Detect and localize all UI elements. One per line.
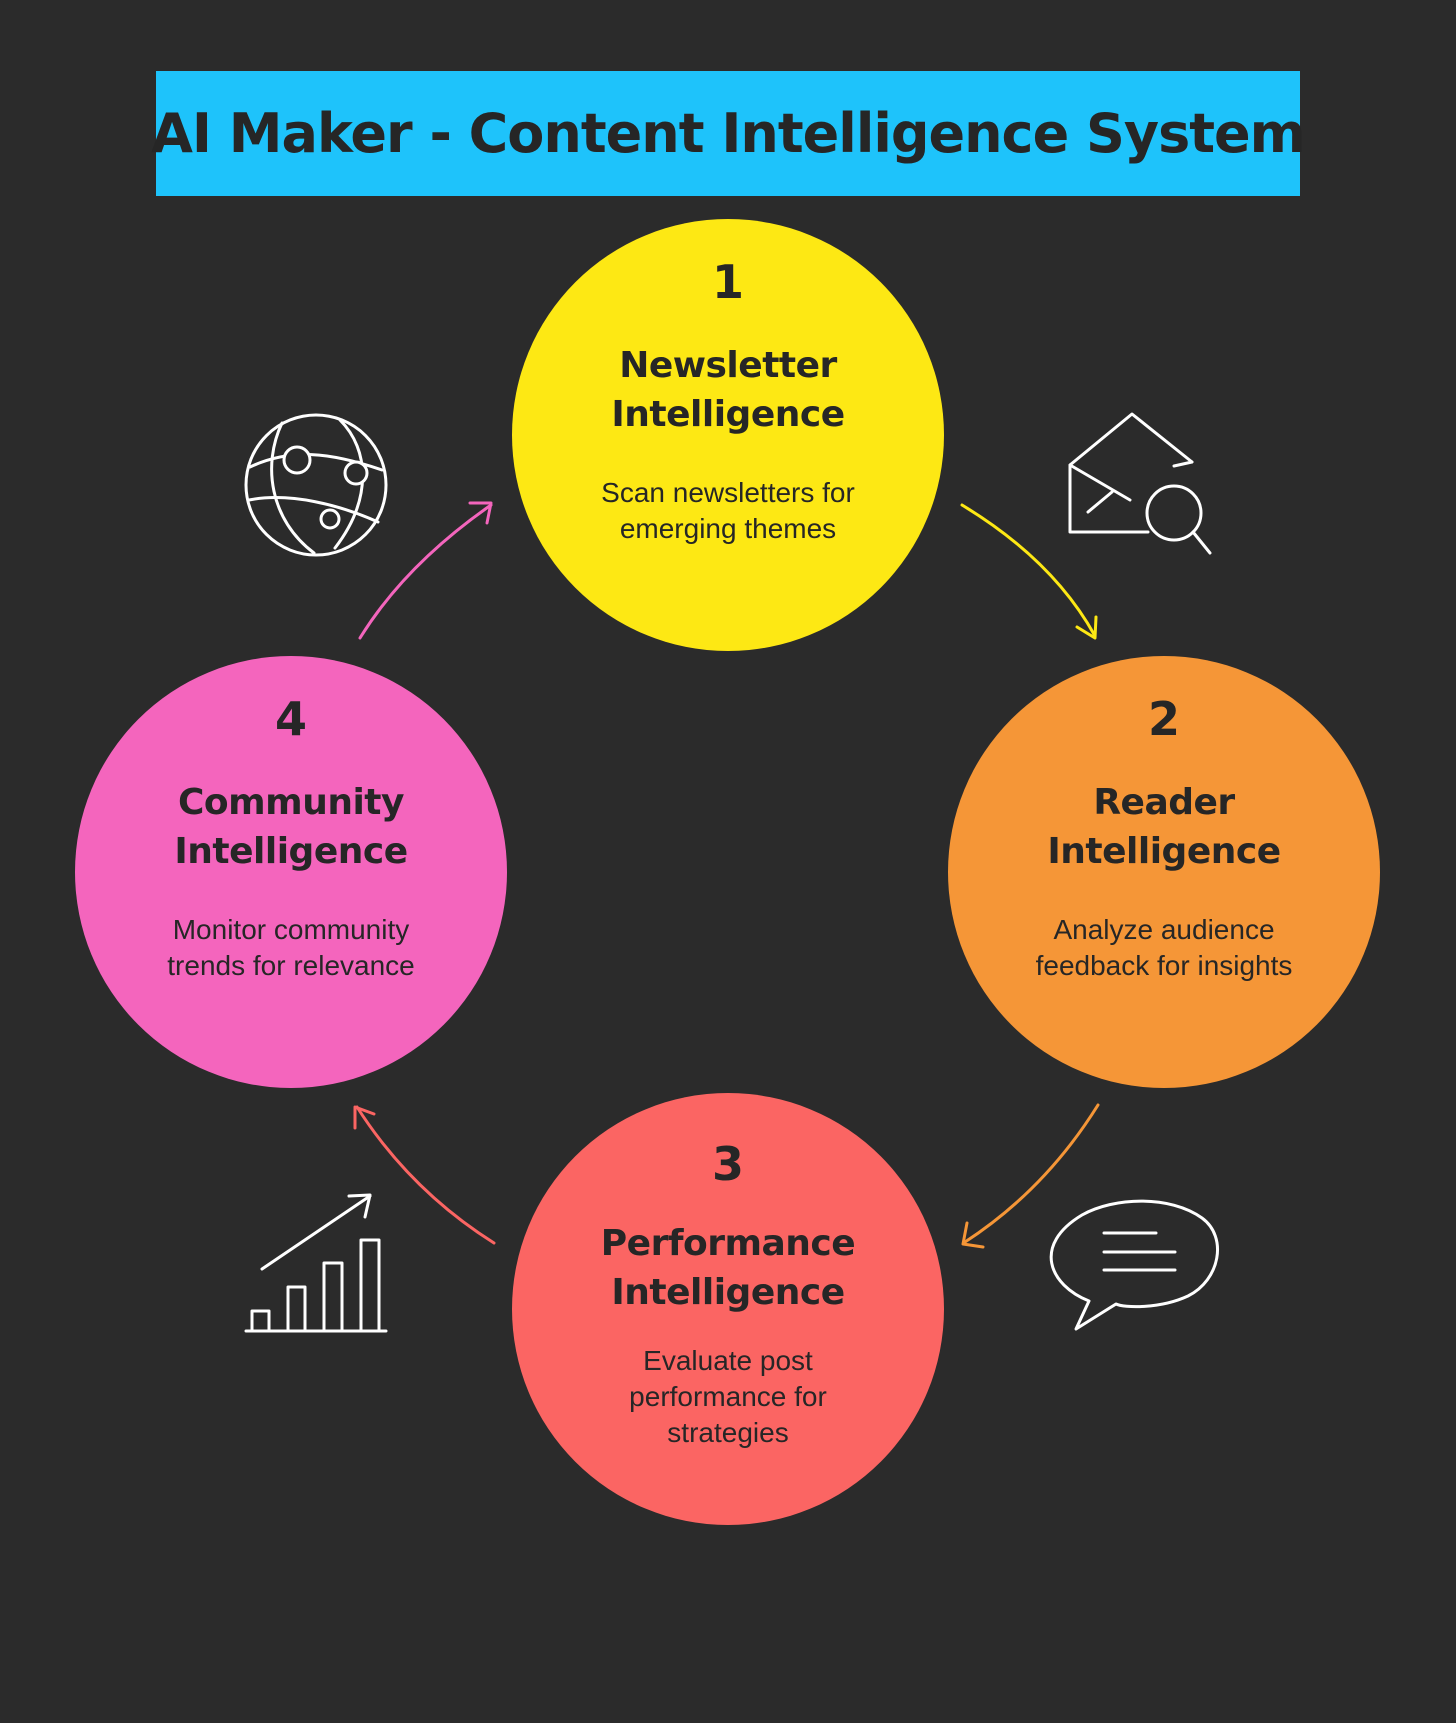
arrowhead-3-to-4 (353, 1105, 376, 1130)
title-banner: AI Maker - Content Intelligence System (151, 71, 1306, 196)
diagram-title: AI Maker - Content Intelligence System (151, 102, 1306, 165)
bar-chart-trend-icon (244, 1193, 388, 1333)
connector-arrow-4-to-1 (358, 503, 493, 640)
step-number: 2 (1147, 692, 1180, 746)
step-performance-intelligence: 3 Performance Intelligence Evaluate post… (512, 1093, 944, 1525)
connector-arrow-1-to-2 (960, 503, 1097, 638)
globe-network-icon (244, 413, 388, 557)
arrowhead-1-to-2 (1075, 615, 1098, 640)
step-reader-intelligence: 2 Reader Intelligence Analyze audience f… (948, 656, 1380, 1088)
step-description: Monitor community trends for relevance (167, 914, 415, 981)
step-description: Evaluate post performance for strategies (629, 1345, 827, 1448)
step-number: 3 (711, 1137, 744, 1191)
step-number: 4 (274, 692, 307, 746)
step-heading: Newsletter Intelligence (611, 345, 845, 435)
step-description: Analyze audience feedback for insights (1035, 914, 1293, 981)
arrowhead-4-to-1 (468, 501, 493, 525)
step-heading: Community Intelligence (174, 782, 408, 872)
step-community-intelligence: 4 Community Intelligence Monitor communi… (75, 656, 507, 1088)
step-number: 1 (711, 255, 744, 309)
envelope-search-icon (1068, 412, 1212, 555)
arrowhead-2-to-3 (961, 1221, 985, 1249)
step-heading: Performance Intelligence (600, 1223, 856, 1313)
connector-arrow-2-to-3 (963, 1103, 1100, 1244)
step-description: Scan newsletters for emerging themes (601, 477, 855, 544)
step-newsletter-intelligence: 1 Newsletter Intelligence Scan newslette… (512, 219, 944, 651)
connector-arrow-3-to-4 (355, 1105, 496, 1245)
step-heading: Reader Intelligence (1047, 782, 1281, 872)
speech-bubble-icon (1049, 1199, 1219, 1331)
